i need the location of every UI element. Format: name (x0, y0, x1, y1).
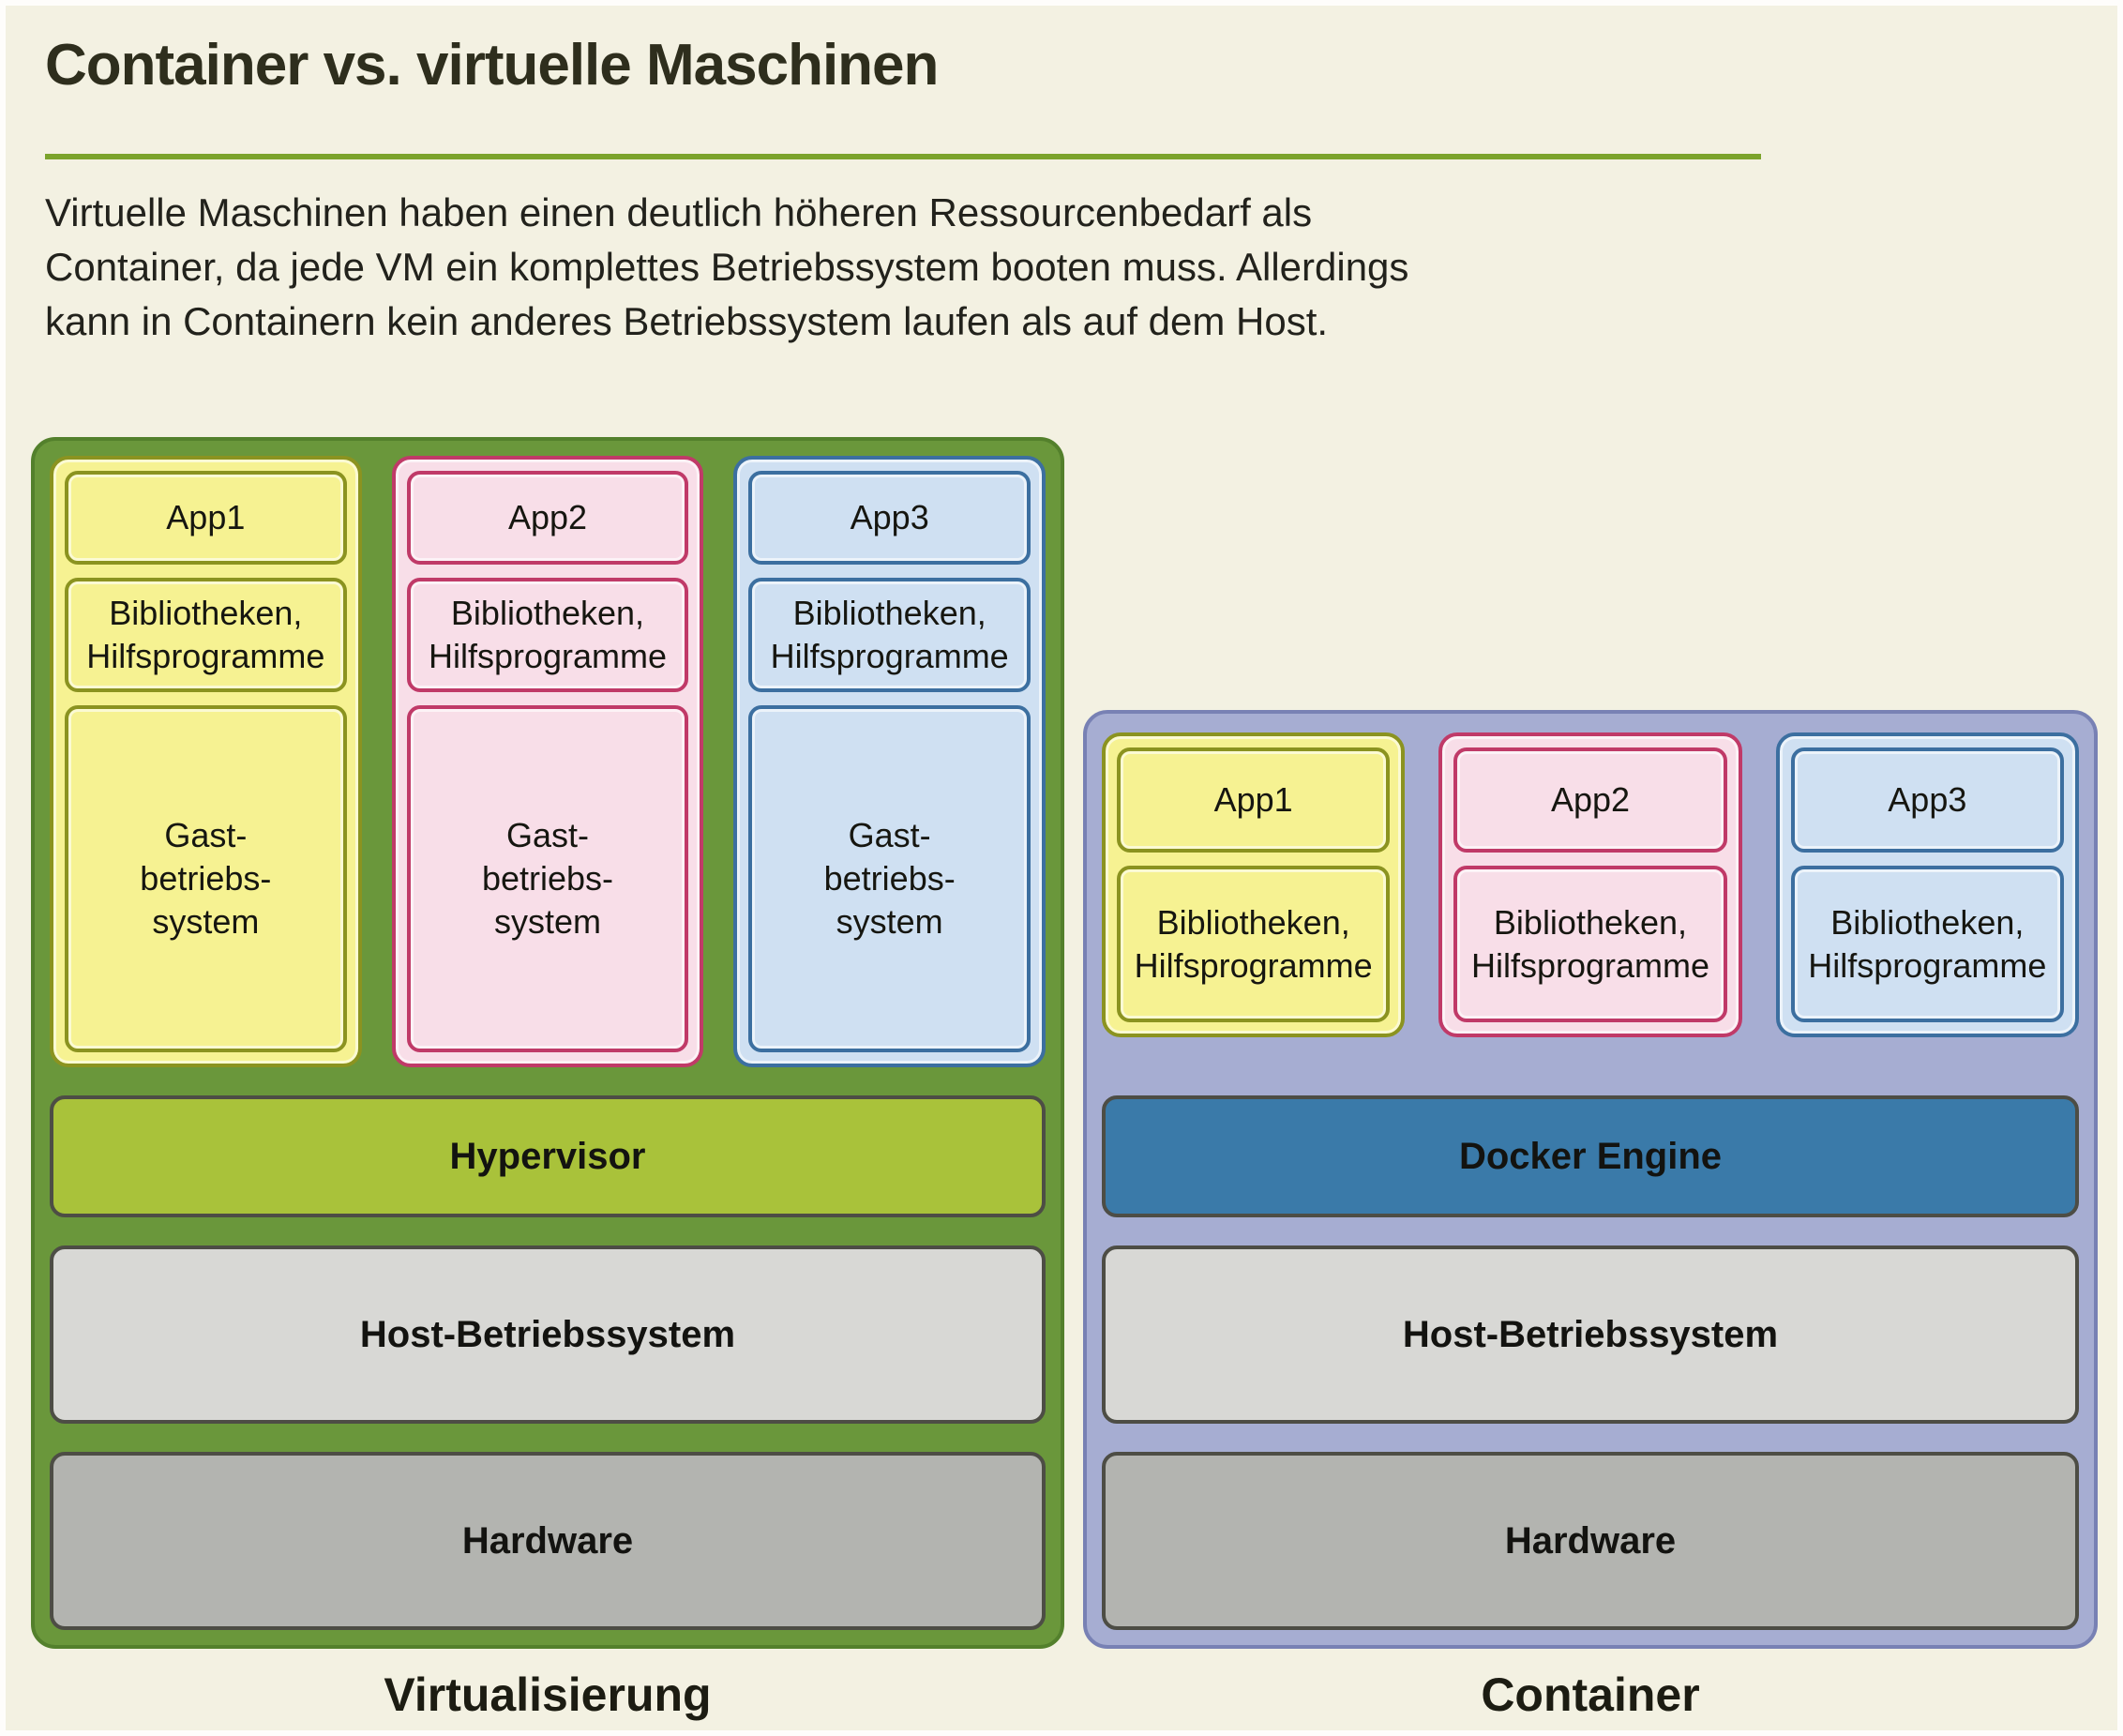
container-stacks-row: App1 Bibliotheken, Hilfsprogramme App2 B… (1102, 732, 2079, 1067)
vm3-libraries-box: Bibliotheken, Hilfsprogramme (748, 578, 1031, 692)
page-title: Container vs. virtuelle Maschinen (45, 33, 939, 98)
container-host-os-layer: Host-Betriebssystem (1102, 1245, 2079, 1424)
vm2-guest-os-box: Gast- betriebs- system (406, 705, 689, 1052)
vm3-guest-os-box: Gast- betriebs- system (748, 705, 1031, 1052)
ct3-app-box: App3 (1790, 747, 2064, 853)
ct3-libraries-box: Bibliotheken, Hilfsprogramme (1790, 866, 2064, 1022)
vm-host-os-layer: Host-Betriebssystem (50, 1245, 1046, 1424)
vm1-app-box: App1 (65, 471, 347, 565)
hypervisor-layer: Hypervisor (50, 1095, 1046, 1217)
title-underline (45, 154, 1761, 159)
vm3-app-box: App3 (748, 471, 1031, 565)
ct1-app-box: App1 (1117, 747, 1391, 853)
container-stack-1: App1 Bibliotheken, Hilfsprogramme (1102, 732, 1406, 1037)
vm2-libraries-box: Bibliotheken, Hilfsprogramme (406, 578, 689, 692)
vm-stack-2: App2 Bibliotheken, Hilfsprogramme Gast- … (391, 456, 704, 1067)
ct2-app-box: App2 (1453, 747, 1727, 853)
container-panel: App1 Bibliotheken, Hilfsprogramme App2 B… (1083, 710, 2098, 1649)
container-hardware-layer: Hardware (1102, 1452, 2079, 1630)
ct1-libraries-box: Bibliotheken, Hilfsprogramme (1117, 866, 1391, 1022)
ct2-libraries-box: Bibliotheken, Hilfsprogramme (1453, 866, 1727, 1022)
container-stack-2: App2 Bibliotheken, Hilfsprogramme (1438, 732, 1742, 1037)
vm-stack-1: App1 Bibliotheken, Hilfsprogramme Gast- … (50, 456, 362, 1067)
intro-paragraph: Virtuelle Maschinen haben einen deutlich… (45, 190, 1409, 343)
vm-stacks-row: App1 Bibliotheken, Hilfsprogramme Gast- … (50, 456, 1046, 1067)
container-stack-3: App3 Bibliotheken, Hilfsprogramme (1775, 732, 2079, 1037)
container-caption: Container (1481, 1668, 1700, 1721)
vm-stack-3: App3 Bibliotheken, Hilfsprogramme Gast- … (733, 456, 1046, 1067)
virtualization-caption: Virtualisierung (384, 1668, 712, 1721)
vm2-app-box: App2 (406, 471, 689, 565)
vm1-libraries-box: Bibliotheken, Hilfsprogramme (65, 578, 347, 692)
docker-engine-layer: Docker Engine (1102, 1095, 2079, 1217)
vm1-guest-os-box: Gast- betriebs- system (65, 705, 347, 1052)
vm-hardware-layer: Hardware (50, 1452, 1046, 1630)
virtualization-panel: App1 Bibliotheken, Hilfsprogramme Gast- … (31, 437, 1064, 1649)
